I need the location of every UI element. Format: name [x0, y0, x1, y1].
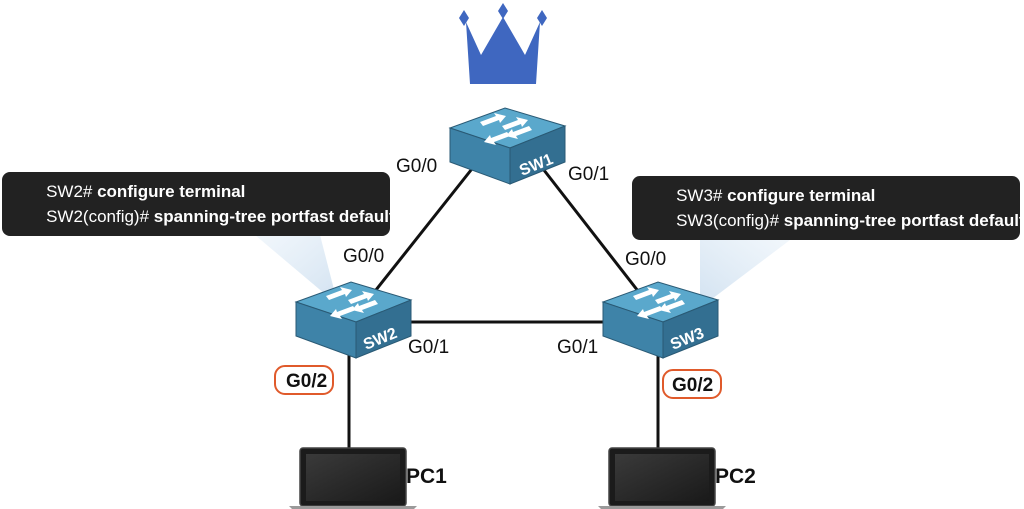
pc-label-pc1: PC1	[406, 465, 447, 488]
pc1[interactable]	[289, 447, 417, 509]
cli-line-1: SW3# configure terminal	[643, 186, 899, 205]
link-sw1-sw3	[538, 164, 647, 301]
cli-command: configure terminal	[97, 182, 245, 201]
cli-line-2: SW2(config)# spanning-tree portfast defa…	[13, 207, 418, 226]
cli-prompt: SW2(config)#	[46, 207, 154, 226]
crown-icon	[459, 3, 547, 84]
port-label-sw2-g01: G0/1	[408, 337, 449, 358]
port-label-sw2-g00: G0/0	[343, 246, 384, 267]
cli-command: spanning-tree portfast default	[784, 211, 1024, 230]
links	[347, 164, 660, 450]
port-label-sw2-g02: G0/2	[286, 371, 327, 392]
cli-prompt: SW3(config)#	[676, 211, 784, 230]
port-label-sw3-g00: G0/0	[625, 249, 666, 270]
portfast-port-sw2: G0/2	[274, 365, 334, 395]
cli-line-2: SW3(config)# spanning-tree portfast defa…	[643, 211, 1024, 230]
switch-arrows-icon	[326, 287, 378, 319]
port-label-sw1-g00: G0/0	[396, 156, 437, 177]
cli-prompt: SW3#	[676, 186, 727, 205]
pc2[interactable]	[598, 447, 726, 509]
switch-arrows-icon	[633, 287, 685, 319]
pc-label-pc2: PC2	[715, 465, 756, 488]
switch-arrows-icon	[480, 113, 532, 145]
port-label-sw3-g01: G0/1	[557, 337, 598, 358]
port-label-sw1-g01: G0/1	[568, 164, 609, 185]
cli-prompt: SW2#	[46, 182, 97, 201]
cli-command: spanning-tree portfast default	[154, 207, 395, 226]
switch-sw1[interactable]: SW1	[448, 107, 567, 185]
cli-command: configure terminal	[727, 186, 875, 205]
callout-beam-sw2	[255, 235, 338, 305]
port-label-sw3-g02: G0/2	[672, 375, 713, 396]
switch-sw2[interactable]: SW2	[294, 281, 413, 359]
link-sw1-sw2	[366, 164, 477, 301]
switch-sw3[interactable]: SW3	[601, 281, 720, 359]
cli-callout-sw3: SW3# configure terminal SW3(config)# spa…	[632, 176, 1024, 240]
cli-callout-sw2: SW2# configure terminal SW2(config)# spa…	[2, 172, 418, 236]
cli-line-1: SW2# configure terminal	[13, 182, 269, 201]
portfast-port-sw3: G0/2	[662, 369, 722, 399]
callout-beam-sw3	[700, 240, 790, 308]
